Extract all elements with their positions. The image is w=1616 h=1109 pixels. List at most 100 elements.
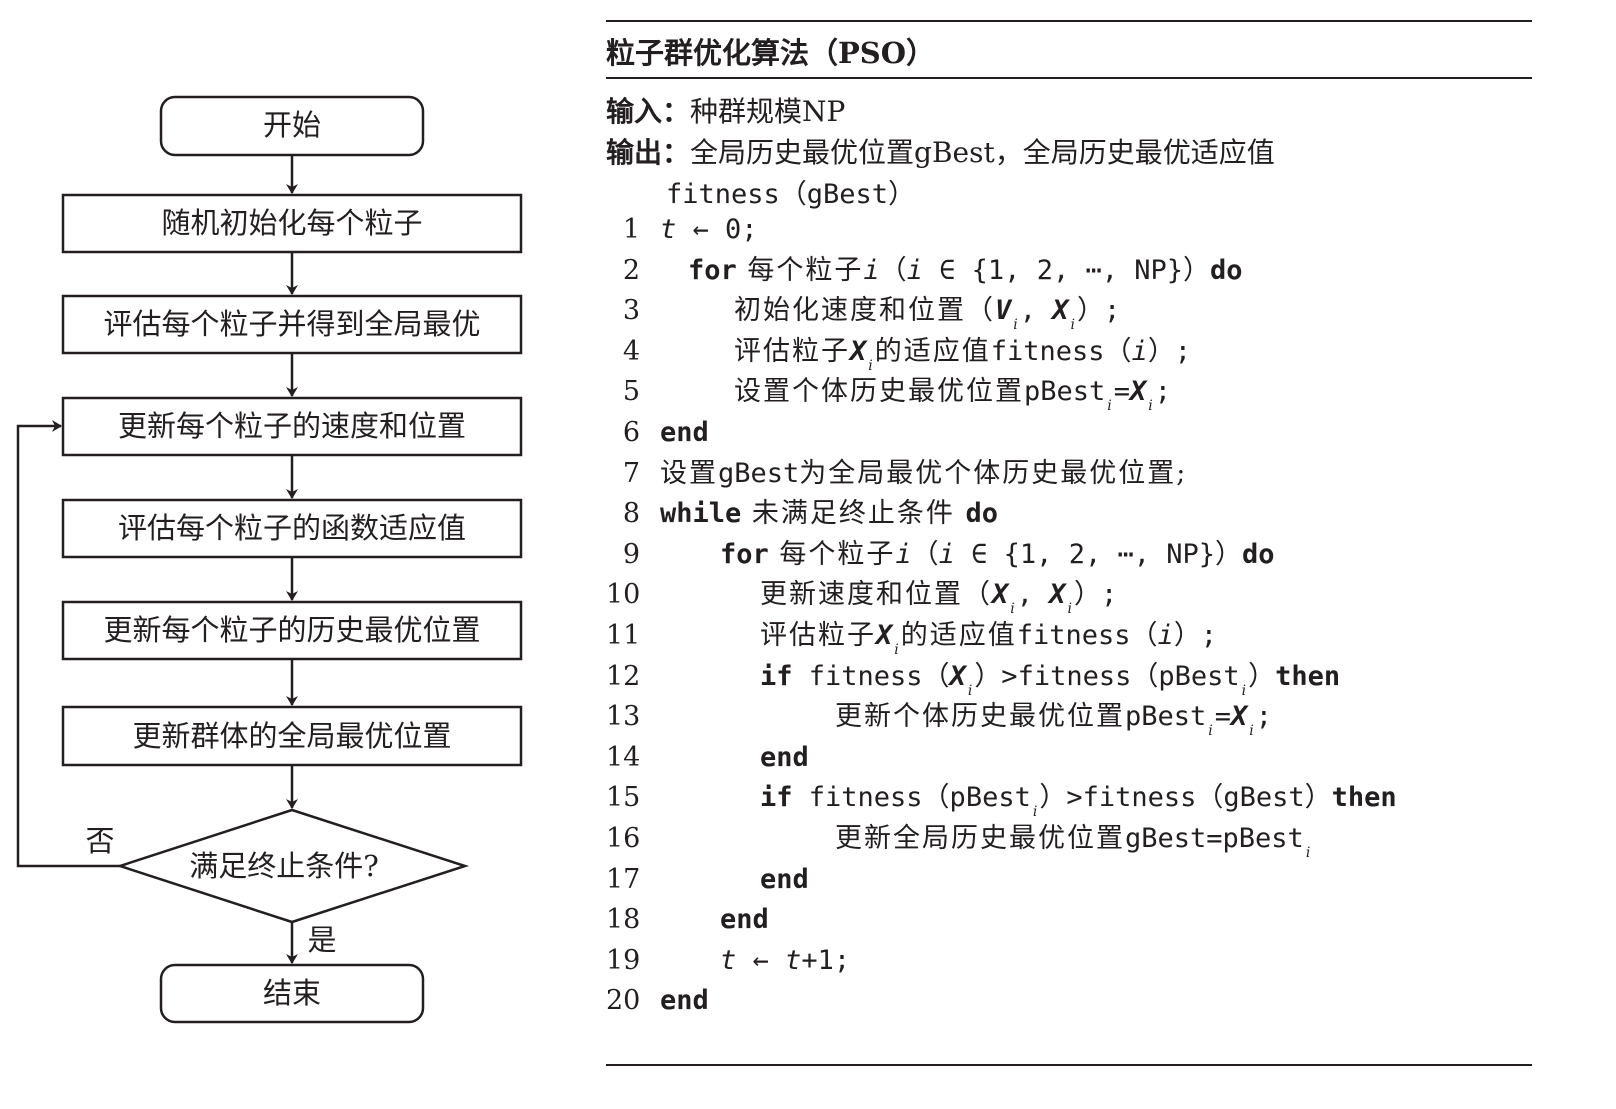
line-code: end xyxy=(660,981,709,1021)
code-token: fitness（ xyxy=(1016,620,1158,651)
code-token: ∈ {1, 2, ⋯, NP}） xyxy=(922,254,1210,286)
code-token: gBest xyxy=(718,457,800,489)
line-code: for 每个粒子i（i ∈ {1, 2, ⋯, NP}）do xyxy=(720,535,1275,575)
line-number: 14 xyxy=(606,741,641,773)
line-number: 13 xyxy=(606,701,641,733)
input-label: 输入： xyxy=(606,95,691,128)
code-token: 设置个体历史最优位置 xyxy=(734,376,1024,408)
code-token: = xyxy=(1113,376,1131,408)
code-token: X xyxy=(992,579,1009,611)
no-label: 否 xyxy=(85,824,114,858)
line-code: t ← t+1; xyxy=(720,941,850,981)
code-token: V xyxy=(995,295,1012,327)
keyword: then xyxy=(1331,782,1397,814)
output-continuation: fitness（gBest） xyxy=(666,179,916,210)
keyword: end xyxy=(760,741,809,773)
line-number: 10 xyxy=(606,579,641,611)
subscript: i xyxy=(1241,682,1247,699)
code-token: i xyxy=(906,254,923,286)
code-token: ）; xyxy=(1074,579,1118,611)
keyword: if xyxy=(760,660,793,692)
loop-back-arrow xyxy=(16,420,120,868)
subscript: i xyxy=(1208,723,1213,740)
code-token: 的适应值 xyxy=(900,620,1017,651)
code-token: pBest xyxy=(1125,701,1207,733)
top-rule xyxy=(606,20,1532,22)
code-token: （ xyxy=(911,538,939,570)
line-number: 18 xyxy=(606,904,641,936)
keyword: do xyxy=(965,498,998,530)
code-token: 的适应值 xyxy=(874,335,991,367)
code-token: t xyxy=(720,944,737,976)
code-token: pBest xyxy=(1024,376,1106,408)
step-label: 更新群体的全局最优位置 xyxy=(132,719,451,753)
code-token: （ xyxy=(879,254,907,286)
line-code: end xyxy=(660,413,709,453)
line-number: 4 xyxy=(622,335,640,367)
code-token: X xyxy=(1130,376,1147,408)
line-code: while 未满足终止条件 do xyxy=(660,494,998,534)
code-token: X xyxy=(876,620,893,651)
decision-label: 满足终止条件? xyxy=(189,849,379,883)
line-number: 16 xyxy=(606,823,641,854)
code-token: 初始化速度和位置（ xyxy=(734,295,995,327)
code-token: 为全局最优个体历史最优位置; xyxy=(799,457,1188,489)
subscript: i xyxy=(1032,804,1038,821)
code-token: = xyxy=(1214,701,1232,733)
step-label: 随机初始化每个粒子 xyxy=(161,206,422,240)
bottom-rule xyxy=(606,1064,1532,1066)
line-code: end xyxy=(760,860,809,900)
code-token: ）; xyxy=(1077,295,1121,327)
code-token: fitness（ xyxy=(990,335,1132,367)
code-token: 每个粒子 xyxy=(736,254,864,286)
code-token: X xyxy=(1049,579,1066,611)
line-number: 15 xyxy=(606,782,641,814)
code-token: X xyxy=(1052,295,1069,327)
keyword: end xyxy=(760,863,809,895)
code-token: i xyxy=(938,538,955,570)
code-token: X xyxy=(1231,701,1248,733)
line-code: t ← 0; xyxy=(660,210,758,250)
yes-label: 是 xyxy=(307,923,336,957)
code-token: ; xyxy=(1255,701,1273,733)
line-number: 19 xyxy=(606,944,641,976)
code-token: 更新速度和位置（ xyxy=(760,579,992,611)
line-number: 1 xyxy=(622,214,640,245)
output-text: 全局历史最优位置gBest，全局历史最优适应值 xyxy=(690,136,1275,169)
line-number: 11 xyxy=(606,620,641,651)
line-code: 设置gBest为全局最优个体历史最优位置; xyxy=(660,454,1187,494)
code-token: ）; xyxy=(1173,620,1218,651)
code-token: 更新全局历史最优位置 xyxy=(835,823,1125,854)
code-token: ）; xyxy=(1147,335,1192,367)
algorithm-title: 粒子群优化算法（PSO） xyxy=(606,36,936,70)
code-token: fitness（pBest xyxy=(792,782,1031,814)
code-token: gBest=pBest xyxy=(1125,823,1304,854)
code-token: 评估粒子 xyxy=(734,335,850,367)
code-token: 更新个体历史最优位置 xyxy=(835,701,1125,733)
subscript: i xyxy=(1070,317,1076,334)
flow-arrows xyxy=(16,155,298,964)
line-number: 7 xyxy=(622,457,640,489)
code-token: ）>fitness（pBest xyxy=(974,660,1240,692)
keyword: while xyxy=(660,498,742,530)
start-label: 开始 xyxy=(263,108,321,142)
line-code: end xyxy=(760,738,809,778)
output-label: 输出： xyxy=(606,136,691,169)
output-row: 输出：全局历史最优位置gBest，全局历史最优适应值 xyxy=(606,131,1275,171)
subscript: i xyxy=(894,642,899,658)
code-token: , xyxy=(1016,579,1050,611)
line-code: end xyxy=(720,900,769,940)
code-token: X xyxy=(949,660,966,692)
line-number: 20 xyxy=(606,985,641,1017)
code-token: ）>fitness（gBest） xyxy=(1039,782,1332,814)
code-token: ← xyxy=(736,944,786,976)
line-number: 5 xyxy=(622,376,640,408)
step-label: 更新每个粒子的速度和位置 xyxy=(118,409,466,443)
code-token: 每个粒子 xyxy=(768,538,896,570)
line-number: 17 xyxy=(606,863,641,895)
